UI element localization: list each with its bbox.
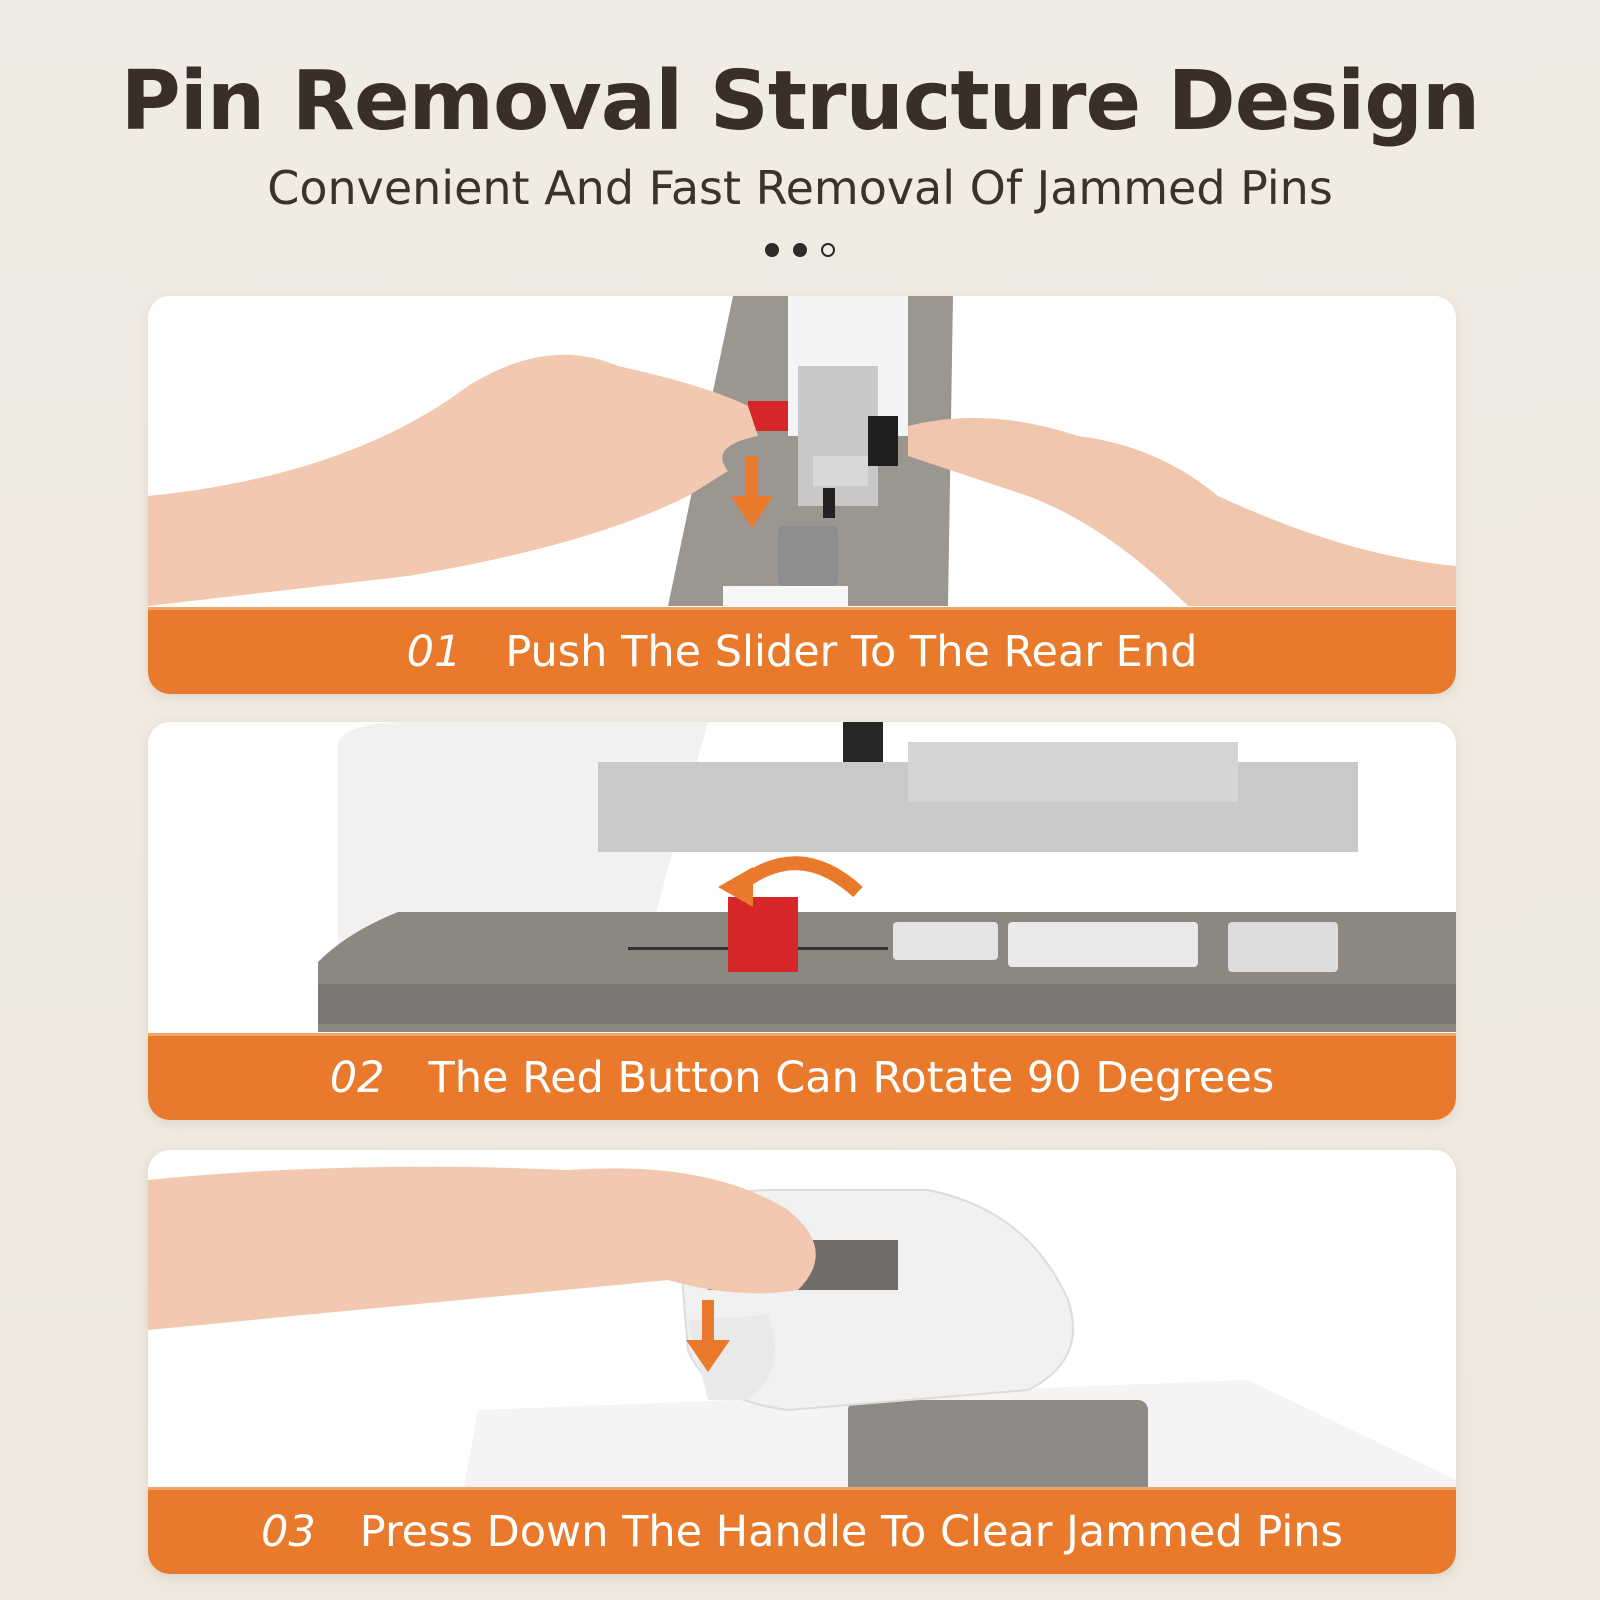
step-text: The Red Button Can Rotate 90 Degrees xyxy=(428,1053,1275,1103)
step-card-3: 03 Press Down The Handle To Clear Jammed… xyxy=(148,1150,1456,1574)
step-text: Push The Slider To The Rear End xyxy=(505,627,1198,677)
step-band-2: 02 The Red Button Can Rotate 90 Degrees xyxy=(148,1033,1456,1120)
carousel-dot-2[interactable] xyxy=(793,243,807,257)
step-band-3: 03 Press Down The Handle To Clear Jammed… xyxy=(148,1487,1456,1574)
step-number: 02 xyxy=(329,1053,385,1103)
carousel-dot-3[interactable] xyxy=(821,243,835,257)
page-subtitle: Convenient And Fast Removal Of Jammed Pi… xyxy=(267,161,1333,215)
step-card-1: 01 Push The Slider To The Rear End xyxy=(148,296,1456,694)
step-card-2: 02 The Red Button Can Rotate 90 Degrees xyxy=(148,722,1456,1120)
page-title: Pin Removal Structure Design xyxy=(120,54,1481,149)
step-band-1: 01 Push The Slider To The Rear End xyxy=(148,607,1456,694)
carousel-dot-1[interactable] xyxy=(765,243,779,257)
step-number: 01 xyxy=(406,627,462,677)
step-number: 03 xyxy=(261,1507,316,1557)
carousel-indicator[interactable] xyxy=(0,243,1600,257)
header: Pin Removal Structure Design Convenient … xyxy=(0,0,1600,290)
step-text: Press Down The Handle To Clear Jammed Pi… xyxy=(359,1507,1343,1557)
